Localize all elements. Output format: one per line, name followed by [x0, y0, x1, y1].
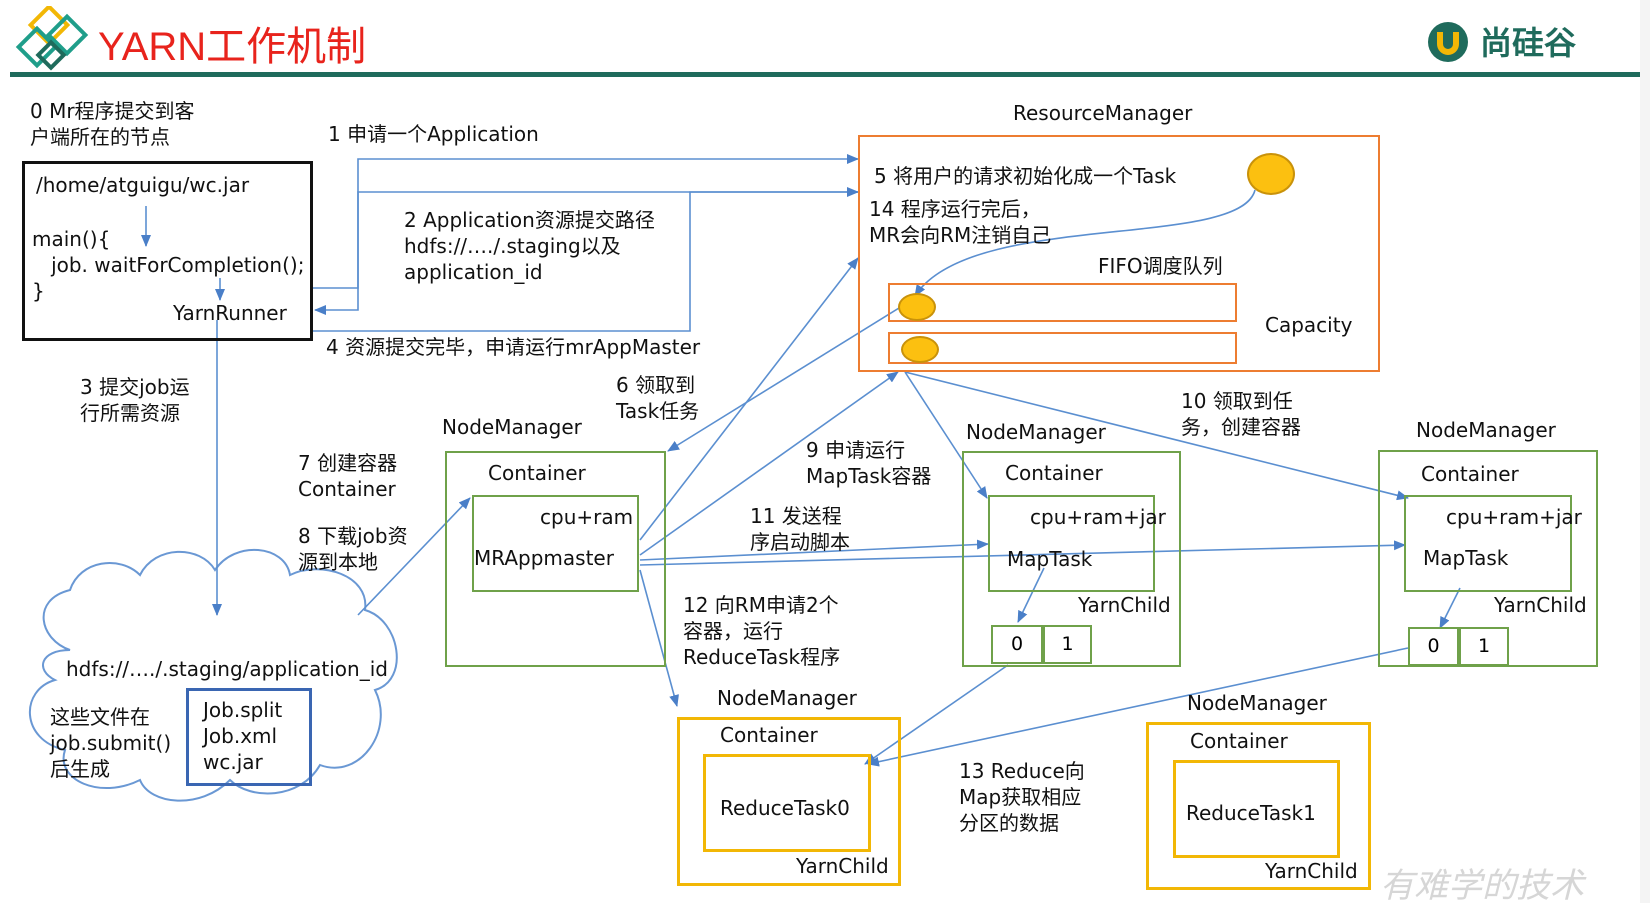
maptask2-label: MapTask [1423, 546, 1509, 570]
yarnchild-map2-label: YarnChild [1494, 593, 1587, 617]
step-5-label: 5 将用户的请求初始化成一个Task [874, 164, 1177, 188]
nodemanager-reduce1-box [1146, 722, 1371, 890]
header-divider [10, 72, 1640, 77]
am-resources: cpu+ram [540, 505, 634, 529]
step-8-label: 8 下载job资 源到本地 [298, 524, 408, 574]
arrow-4-run-appmaster [313, 187, 859, 332]
step-2-label: 2 Application资源提交路径 hdfs://…./.staging以及… [404, 208, 655, 284]
yarnchild-reduce1-label: YarnChild [1265, 859, 1358, 883]
container-map2-label: Container [1421, 462, 1519, 486]
nodemanager-am-label: NodeManager [442, 415, 582, 439]
job-files-box [186, 688, 312, 786]
yarnchild-reduce0-label: YarnChild [796, 854, 889, 878]
arrow-11-map2 [639, 540, 1406, 566]
arrow-14-unregister [914, 189, 1256, 297]
map2-partition-0: 0 [1408, 627, 1459, 666]
queued-task-token-2 [901, 336, 939, 363]
nodemanager-reduce0-box [677, 717, 901, 886]
step-14-label: 14 程序运行完后， MR会向RM注销自己 [869, 197, 1052, 247]
arrow-9-request-maptask [639, 257, 859, 541]
fifo-queue-label: FIFO调度队列 [1098, 254, 1223, 278]
fifo-queue-slot-2 [888, 332, 1237, 364]
capacity-label: Capacity [1265, 313, 1353, 337]
page-title: YARN工作机制 [98, 25, 367, 69]
arrow-9b [639, 371, 899, 556]
container-reduce1-label: Container [1190, 729, 1288, 753]
hdfs-cloud [29, 548, 398, 802]
container-map1-label: Container [1005, 461, 1103, 485]
step-12-label: 12 向RM申请2个 容器，运行 ReduceTask程序 [683, 593, 841, 669]
map1-resources: cpu+ram+jar [1030, 505, 1166, 529]
step-13-label: 13 Reduce向 Map获取相应 分区的数据 [959, 759, 1085, 835]
map2-resources: cpu+ram+jar [1446, 505, 1582, 529]
maptask1-label: MapTask [1007, 547, 1093, 571]
step-6-label: 6 领取到 Task任务 [616, 373, 700, 423]
container-reduce0-label: Container [720, 723, 818, 747]
yarnchild-map1-label: YarnChild [1078, 593, 1171, 617]
jar-path: /home/atguigu/wc.jar [36, 173, 250, 197]
nodemanager-reduce0-label: NodeManager [717, 686, 857, 710]
mr-appmaster-label: MRAppmaster [474, 546, 614, 570]
arrow-2-return-path [314, 191, 858, 315]
arrow-6-take-task [667, 299, 913, 452]
yarn-runner-label: YarnRunner [173, 301, 287, 325]
container-am-label: Container [488, 461, 586, 485]
logo-diamonds-icon [15, 6, 89, 71]
fifo-queue-slot-1 [888, 283, 1237, 322]
arrow-11-map1 [639, 539, 989, 561]
reducetask1-label: ReduceTask1 [1186, 801, 1316, 825]
resource-manager-box [858, 135, 1380, 372]
nodemanager-am-box [445, 451, 666, 667]
nodemanager-map2-box [1378, 450, 1598, 667]
arrow-13-shuffle-b [867, 647, 1409, 767]
step-0-note: 0 Mr程序提交到客 户端所在的节点 [30, 99, 195, 149]
arrow-map1-partition [1017, 567, 1045, 623]
brand-u-icon [1428, 22, 1468, 62]
map2-partition-1: 1 [1459, 627, 1509, 666]
step-4-label: 4 资源提交完毕，申请运行mrAppMaster [326, 335, 701, 359]
client-code: main(){ job. waitForCompletion(); } [32, 227, 305, 303]
client-box [22, 161, 313, 341]
hdfs-staging-path: hdfs://…./.staging/application_id [66, 657, 388, 681]
container-map1-box [988, 495, 1155, 592]
arrow-12-reduce [639, 569, 679, 707]
map1-partition-1: 1 [1043, 625, 1092, 664]
arrow-13-shuffle-a [864, 664, 1009, 765]
side-scrollbar[interactable] [1640, 0, 1650, 903]
arrow-10-map2 [904, 371, 1409, 501]
resource-manager-label: ResourceManager [1013, 101, 1193, 125]
map1-partition-0: 0 [991, 625, 1043, 664]
nodemanager-map2-label: NodeManager [1416, 418, 1556, 442]
step-1-label: 1 申请一个Application [328, 122, 539, 146]
arrow-8-download [357, 497, 471, 616]
nodemanager-reduce1-label: NodeManager [1187, 691, 1327, 715]
arrow-10-map1 [904, 371, 988, 499]
arrow-map2-partition [1439, 587, 1461, 629]
nodemanager-map1-box [962, 451, 1181, 667]
brand-name: 尚硅谷 [1480, 24, 1577, 62]
container-am-box [472, 495, 639, 592]
task-token-icon [1247, 153, 1295, 195]
step-3-label: 3 提交job运 行所需资源 [80, 375, 190, 425]
reducetask0-label: ReduceTask0 [720, 796, 850, 820]
container-map2-box [1404, 495, 1572, 592]
watermark-text: 有难学的技术 [1380, 866, 1584, 906]
step-11-label: 11 发送程 序启动脚本 [750, 504, 850, 554]
step-9-label: 9 申请运行 MapTask容器 [806, 438, 932, 488]
container-reduce0-box [703, 754, 871, 852]
container-reduce1-box [1173, 760, 1340, 858]
step-7-label: 7 创建容器 Container [298, 451, 398, 501]
hdfs-generation-note: 这些文件在 job.submit() 后生成 [50, 705, 172, 781]
nodemanager-map1-label: NodeManager [966, 420, 1106, 444]
step-10-label: 10 领取到任 务，创建容器 [1181, 389, 1301, 439]
queued-task-token-1 [898, 293, 936, 321]
job-files-list: Job.split Job.xml wc.jar [203, 698, 283, 774]
